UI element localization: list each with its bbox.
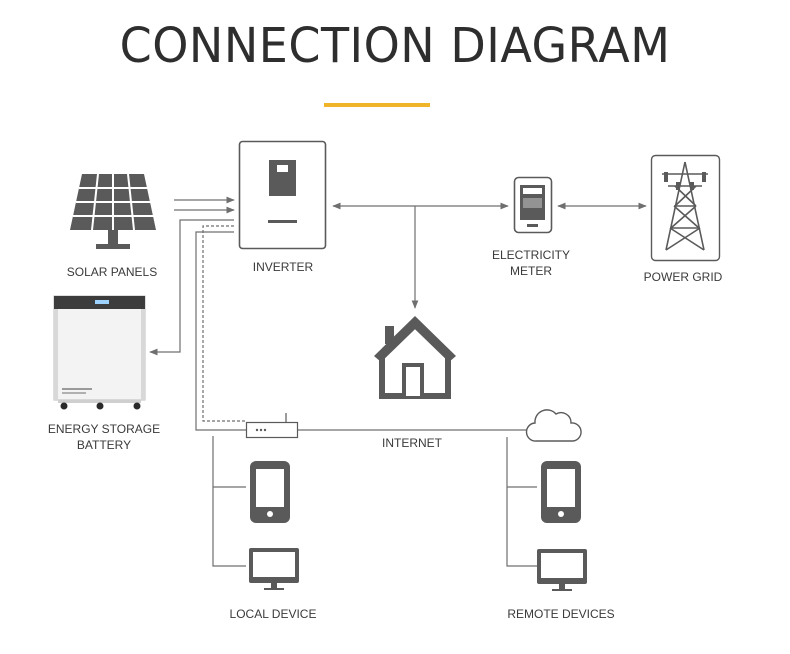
inverter-to-router-line [195,231,246,431]
local-device-branch [212,436,246,567]
power-grid-icon [650,154,721,262]
inverter-to-router-dashed-line [202,225,246,422]
remote-device-branch [506,437,537,567]
local-device-label: LOCAL DEVICE [229,607,317,621]
power-grid-label: POWER GRID [643,270,723,284]
solar-panels-label: SOLAR PANELS [66,265,158,279]
internet-label: INTERNET [382,436,442,450]
battery-label-line2: BATTERY [76,438,132,452]
battery-label: ENERGY STORAGE BATTERY [48,421,160,453]
electricity-meter-icon [513,176,553,234]
connection-lines [149,196,647,567]
router-icon [245,413,299,439]
electricity-meter-label-line1: ELECTRICITY [491,248,571,262]
house-icon [374,316,456,399]
inverter-icon [238,140,327,250]
electricity-meter-label: ELECTRICITY METER [492,247,570,279]
electricity-meter-label-line2: METER [509,264,552,278]
title-accent-bar [324,103,430,107]
local-monitor-icon [249,548,299,590]
solar-panel-icon [70,173,156,249]
battery-label-line1: ENERGY STORAGE [47,422,161,436]
local-smartphone-icon [250,461,290,523]
inverter-to-battery-line [149,219,234,356]
cloud-icon [525,409,582,442]
inverter-label: INVERTER [252,260,314,274]
page-title: CONNECTION DIAGRAM [119,16,671,74]
battery-icon [53,295,146,410]
remote-smartphone-icon [541,461,581,523]
remote-devices-label: REMOTE DEVICES [507,607,615,621]
remote-monitor-icon [537,549,587,591]
